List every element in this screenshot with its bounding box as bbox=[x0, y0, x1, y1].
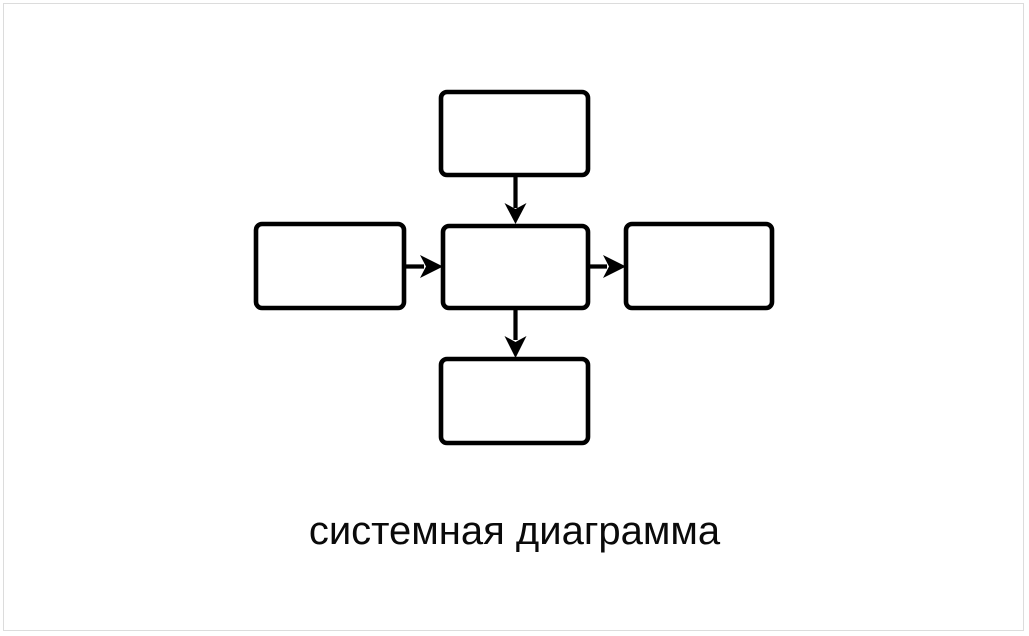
node-bottom-shape[interactable] bbox=[438, 356, 591, 446]
node-center[interactable] bbox=[440, 223, 591, 311]
edge-center-to-bottom-arrowhead bbox=[504, 336, 527, 358]
edge-left-to-center bbox=[404, 255, 443, 278]
node-right[interactable] bbox=[623, 221, 775, 311]
node-left-shape[interactable] bbox=[253, 221, 407, 311]
edge-center-to-right-arrowhead bbox=[603, 255, 626, 278]
node-top-shape[interactable] bbox=[438, 89, 591, 178]
node-center-shape[interactable] bbox=[440, 223, 591, 311]
node-right-shape[interactable] bbox=[623, 221, 775, 311]
node-top[interactable] bbox=[438, 89, 591, 178]
edge-center-to-bottom bbox=[504, 308, 527, 358]
edge-top-to-center bbox=[504, 175, 527, 224]
node-bottom[interactable] bbox=[438, 356, 591, 446]
edge-center-to-right bbox=[588, 255, 626, 278]
node-left[interactable] bbox=[253, 221, 407, 311]
edge-top-to-center-arrowhead bbox=[504, 203, 527, 224]
edge-left-to-center-arrowhead bbox=[420, 255, 443, 278]
diagram-caption: системная диаграмма bbox=[308, 509, 721, 553]
